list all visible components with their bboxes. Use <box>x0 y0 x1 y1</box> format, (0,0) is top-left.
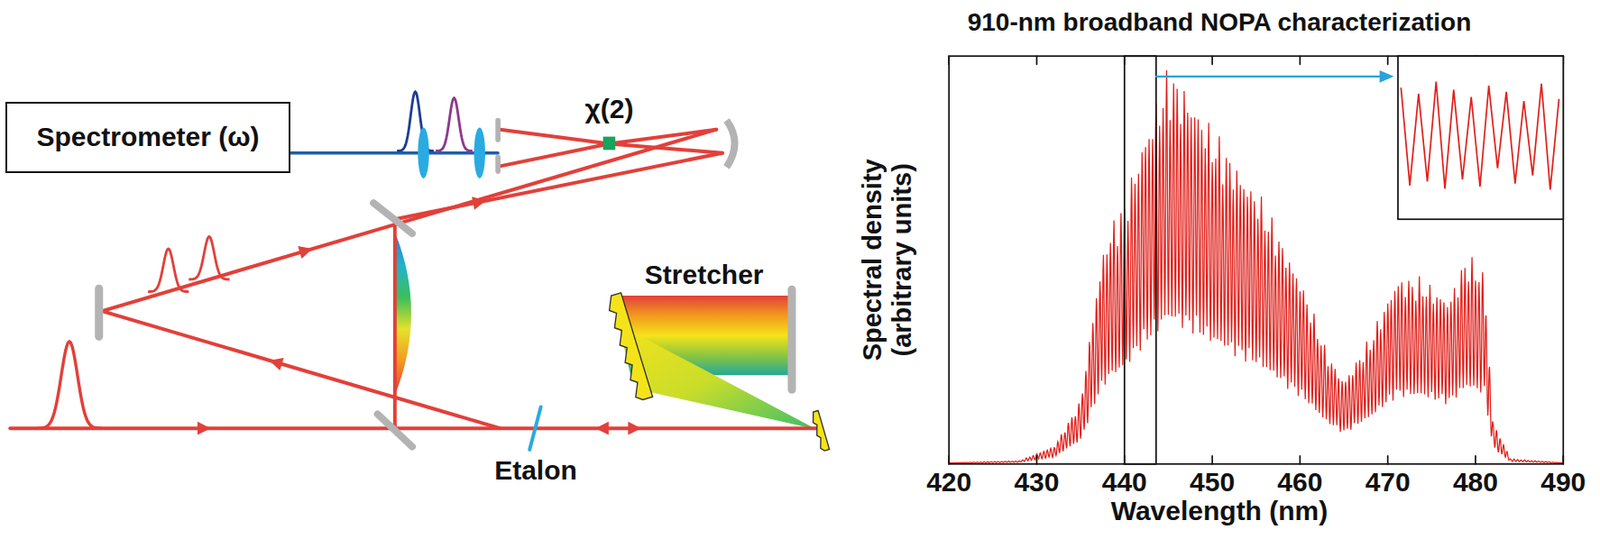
inset-trace <box>1400 82 1559 191</box>
x-tick <box>947 456 950 465</box>
crystal-label: χ(2) <box>584 93 634 126</box>
x-tick <box>1299 456 1302 465</box>
node-label: Spectrometer (ω) <box>36 121 260 154</box>
beam-arrow <box>197 422 212 436</box>
chart-title: 910-nm broadband NOPA characterization <box>967 8 1472 37</box>
diffraction-grating <box>813 411 830 452</box>
beam-arrow <box>595 422 609 436</box>
x-tick-label: 430 <box>1013 467 1059 499</box>
etalon-label: Etalon <box>494 455 578 488</box>
x-tick-label: 460 <box>1277 467 1323 499</box>
stretcher-mirror <box>787 289 796 390</box>
input-pulse <box>36 341 102 429</box>
x-tick <box>1211 456 1214 465</box>
beam-arrow <box>268 358 284 371</box>
x-tick-label: 450 <box>1189 467 1235 499</box>
x-tick-label: 470 <box>1365 467 1411 499</box>
fold-mirror <box>373 202 413 234</box>
beam-arrow <box>627 422 642 436</box>
x-tick-label: 480 <box>1452 467 1499 499</box>
x-tick <box>947 55 950 65</box>
beam-focus <box>499 144 609 167</box>
x-tick <box>1211 55 1214 65</box>
y-axis-label: Spectral density (arbitrary units) <box>857 125 919 396</box>
beam-arrow <box>297 246 313 259</box>
x-tick-label: 490 <box>1540 467 1586 499</box>
concave-mirror <box>726 120 736 168</box>
lens <box>417 127 429 179</box>
signal-beam <box>290 151 498 155</box>
stretcher-label: Stretcher <box>644 259 764 292</box>
x-tick <box>1562 456 1564 465</box>
x-tick <box>1474 456 1477 465</box>
vertical-beam <box>393 219 397 429</box>
aperture <box>495 156 501 172</box>
beam-to-mirror <box>101 311 500 429</box>
etalon-plate <box>529 406 541 451</box>
dispersed-fan <box>618 324 817 431</box>
signal-pulse <box>435 98 473 152</box>
x-tick <box>1387 456 1389 465</box>
zoom-arrowhead <box>1379 70 1395 83</box>
nonlinear-crystal <box>603 137 617 151</box>
x-axis-label: Wavelength (nm) <box>1111 496 1329 528</box>
x-tick-label: 420 <box>926 467 972 499</box>
beam-focus <box>608 144 723 154</box>
x-tick <box>1387 55 1389 65</box>
beam-arrow <box>471 196 487 210</box>
pulse-pair <box>188 236 230 280</box>
x-tick <box>1299 55 1302 65</box>
chirped-spectrum <box>395 234 412 393</box>
beam-focus <box>499 129 609 145</box>
zoom-arrow <box>1156 75 1384 78</box>
plot-frame <box>948 55 1564 465</box>
flat-mirror <box>94 288 103 337</box>
lens <box>474 127 486 179</box>
x-tick <box>1036 55 1039 65</box>
main-beam <box>9 426 817 431</box>
x-tick-label: 440 <box>1102 467 1148 499</box>
aperture <box>495 120 501 140</box>
x-tick <box>1036 456 1039 465</box>
beam-to-concave-2 <box>395 153 723 221</box>
pulse-pair <box>147 248 189 293</box>
spectrometer-box: Spectrometer (ω) <box>5 101 292 174</box>
fold-mirror <box>377 413 413 447</box>
beam-focus <box>608 129 717 145</box>
inset-frame <box>1397 55 1564 220</box>
zoom-region <box>1124 55 1157 465</box>
diffraction-grating <box>609 293 653 401</box>
